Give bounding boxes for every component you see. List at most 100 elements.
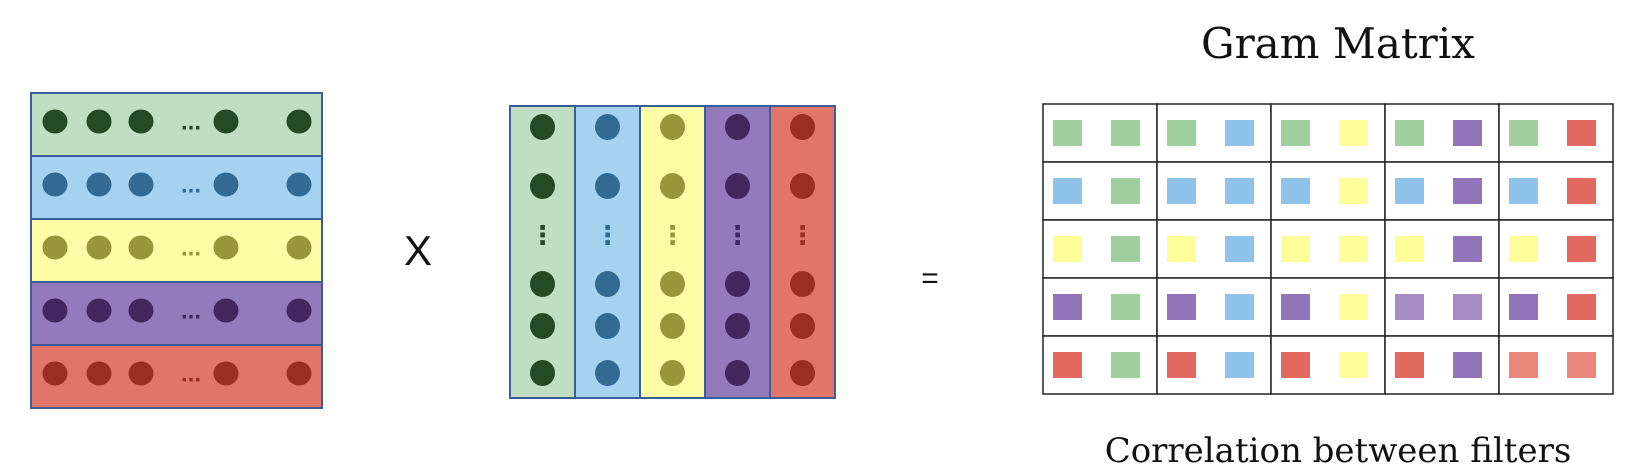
feature-dot	[213, 235, 239, 260]
feature-row-1	[30, 92, 323, 157]
feature-row-5	[30, 344, 323, 409]
filter-square-col	[1453, 120, 1482, 146]
feature-column-5	[769, 105, 836, 399]
feature-dot	[660, 114, 685, 140]
filter-square-col	[1225, 178, 1254, 204]
feature-dot	[42, 298, 68, 323]
filter-square-row	[1053, 236, 1082, 262]
filter-square-row	[1281, 120, 1310, 146]
filter-square-row	[1281, 178, 1310, 204]
feature-dot	[128, 109, 154, 134]
filter-square-col	[1111, 352, 1140, 378]
feature-dot	[660, 271, 685, 297]
row-ellipsis: ...	[181, 361, 201, 388]
feature-column-3	[639, 105, 706, 399]
feature-dot	[42, 109, 68, 134]
feature-dot	[595, 313, 620, 339]
feature-dot	[86, 298, 112, 323]
feature-dot	[86, 235, 112, 260]
feature-dot	[530, 313, 555, 339]
filter-square-row	[1053, 178, 1082, 204]
filter-square-col	[1339, 236, 1368, 262]
filter-square-col	[1111, 294, 1140, 320]
feature-column-2	[574, 105, 641, 399]
row-ellipsis: ...	[181, 298, 201, 325]
equals-operator: =	[921, 262, 939, 295]
feature-row-4	[30, 281, 323, 346]
feature-dot	[42, 235, 68, 260]
row-ellipsis: ...	[181, 172, 201, 199]
feature-row-3	[30, 218, 323, 283]
feature-dot	[790, 271, 815, 297]
feature-dot	[725, 313, 750, 339]
filter-square-col	[1111, 178, 1140, 204]
filter-square-col	[1567, 352, 1596, 378]
gram-matrix-grid	[1042, 103, 1614, 395]
feature-dot	[42, 172, 68, 197]
feature-dot	[790, 313, 815, 339]
filter-square-row	[1509, 294, 1538, 320]
feature-dot	[213, 298, 239, 323]
filter-square-col	[1453, 294, 1482, 320]
feature-dot	[660, 313, 685, 339]
feature-dot	[725, 114, 750, 140]
feature-dot	[128, 235, 154, 260]
filter-square-row	[1395, 352, 1424, 378]
filter-square-col	[1111, 236, 1140, 262]
filter-square-col	[1339, 352, 1368, 378]
feature-dot	[286, 109, 312, 134]
filter-square-row	[1167, 352, 1196, 378]
filter-square-row	[1281, 352, 1310, 378]
filter-square-row	[1509, 120, 1538, 146]
feature-column-4	[704, 105, 771, 399]
feature-dot	[790, 114, 815, 140]
feature-dot	[286, 361, 312, 386]
filter-square-row	[1395, 178, 1424, 204]
column-ellipsis: ⋮	[725, 220, 751, 250]
filter-square-col	[1567, 178, 1596, 204]
feature-dot	[286, 298, 312, 323]
filter-square-row	[1053, 294, 1082, 320]
feature-dot	[725, 173, 750, 199]
filter-square-row	[1167, 294, 1196, 320]
filter-square-col	[1111, 120, 1140, 146]
filter-square-row	[1167, 236, 1196, 262]
filter-square-col	[1339, 120, 1368, 146]
row-ellipsis: ...	[181, 235, 201, 262]
feature-dot	[128, 172, 154, 197]
feature-dot	[86, 361, 112, 386]
feature-dot	[725, 271, 750, 297]
column-ellipsis: ⋮	[790, 220, 816, 250]
feature-dot	[128, 361, 154, 386]
feature-dot	[213, 109, 239, 134]
filter-square-col	[1225, 120, 1254, 146]
filter-square-row	[1395, 294, 1424, 320]
correlation-caption: Correlation between filters	[1105, 431, 1572, 471]
filter-square-col	[1453, 178, 1482, 204]
feature-dot	[790, 173, 815, 199]
filter-square-col	[1567, 236, 1596, 262]
feature-dot	[660, 173, 685, 199]
feature-dot	[286, 172, 312, 197]
filter-square-col	[1339, 178, 1368, 204]
column-ellipsis: ⋮	[530, 220, 556, 250]
feature-dot	[286, 235, 312, 260]
feature-column-1	[509, 105, 576, 399]
feature-dot	[530, 360, 555, 386]
filter-square-col	[1225, 352, 1254, 378]
feature-dot	[213, 361, 239, 386]
filter-square-row	[1509, 178, 1538, 204]
filter-square-col	[1225, 236, 1254, 262]
filter-square-row	[1167, 120, 1196, 146]
filter-square-col	[1567, 120, 1596, 146]
filter-square-col	[1339, 294, 1368, 320]
feature-dot	[595, 271, 620, 297]
feature-dot	[530, 114, 555, 140]
feature-dot	[213, 172, 239, 197]
column-ellipsis: ⋮	[660, 220, 686, 250]
filter-square-row	[1167, 178, 1196, 204]
filter-square-col	[1453, 352, 1482, 378]
feature-dot	[86, 109, 112, 134]
transposed-feature-matrix: ⋮⋮⋮⋮⋮	[509, 105, 836, 399]
filter-square-col	[1567, 294, 1596, 320]
